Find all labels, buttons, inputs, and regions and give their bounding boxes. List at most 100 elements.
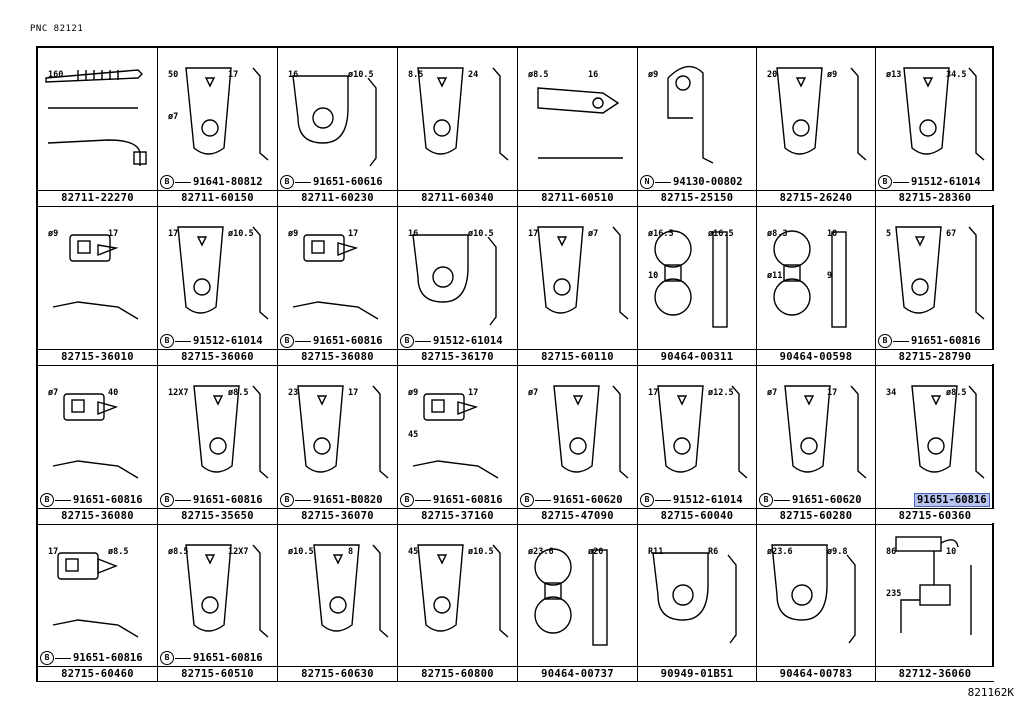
part-number[interactable]: 82715-36070 (278, 508, 397, 523)
part-number[interactable]: 82715-25150 (638, 190, 756, 205)
sub-part-number[interactable]: 91512-61014 (193, 335, 263, 347)
sub-part-number[interactable]: 91651-60620 (553, 494, 623, 506)
part-number[interactable]: 82715-47090 (518, 508, 637, 523)
part-number[interactable]: 82715-28360 (876, 190, 994, 205)
part-number[interactable]: 90464-00598 (757, 349, 875, 364)
part-number[interactable]: 82715-35650 (158, 508, 277, 523)
part-number[interactable]: 82715-60280 (757, 508, 875, 523)
part-number[interactable]: 82715-26240 (757, 190, 875, 205)
part-number[interactable]: 82712-36060 (876, 666, 994, 681)
sub-part-number[interactable]: 91651-60816 (193, 652, 263, 664)
part-number[interactable]: 82711-60150 (158, 190, 277, 205)
part-number[interactable]: 82715-36170 (398, 349, 517, 364)
part-number[interactable]: 82715-36060 (158, 349, 277, 364)
sub-part-number[interactable]: 91651-60816 (193, 494, 263, 506)
part-number[interactable]: 82715-36080 (278, 349, 397, 364)
sub-part-number[interactable]: 91651-60816 (73, 652, 143, 664)
sub-part-number[interactable]: 91651-60616 (313, 176, 383, 188)
part-number[interactable]: 82715-37160 (398, 508, 517, 523)
part-number[interactable]: 90949-01B51 (638, 666, 756, 681)
sub-part-number[interactable]: 91651-60816 (911, 335, 981, 347)
part-number[interactable]: 82711-22270 (38, 190, 157, 205)
sub-part-number[interactable]: 91651-60816 (914, 493, 990, 507)
sub-part-number[interactable]: 91651-60816 (433, 494, 503, 506)
sub-part-number[interactable]: 91651-60816 (73, 494, 143, 506)
sub-part-number[interactable]: 91512-61014 (911, 176, 981, 188)
part-number[interactable]: 82711-60340 (398, 190, 517, 205)
part-number[interactable]: 82715-60040 (638, 508, 756, 523)
part-number[interactable]: 82711-60510 (518, 190, 637, 205)
sub-part-number[interactable]: 91512-61014 (673, 494, 743, 506)
part-number[interactable]: 82715-28790 (876, 349, 994, 364)
sub-part-number[interactable]: 91512-61014 (433, 335, 503, 347)
part-number[interactable]: 82715-60800 (398, 666, 517, 681)
sub-part-number[interactable]: 91651-60620 (792, 494, 862, 506)
part-number[interactable]: 82711-60230 (278, 190, 397, 205)
sub-part-number[interactable]: 91641-80812 (193, 176, 263, 188)
part-number[interactable]: 90464-00783 (757, 666, 875, 681)
part-number[interactable]: 82715-36010 (38, 349, 157, 364)
part-number[interactable]: 82715-60510 (158, 666, 277, 681)
sub-part-number[interactable]: 91651-60816 (313, 335, 383, 347)
part-number[interactable]: 90464-00737 (518, 666, 637, 681)
part-number[interactable]: 82715-36080 (38, 508, 157, 523)
sub-part-callout[interactable]: 91651-60816 (914, 493, 990, 507)
part-number[interactable]: 82715-60110 (518, 349, 637, 364)
part-number[interactable]: 82715-60360 (876, 508, 994, 523)
part-number[interactable]: 82715-60630 (278, 666, 397, 681)
part-number[interactable]: 82715-60460 (38, 666, 157, 681)
part-number[interactable]: 90464-00311 (638, 349, 756, 364)
sub-part-number[interactable]: 94130-00802 (673, 176, 743, 188)
sub-part-number[interactable]: 91651-B0820 (313, 494, 383, 506)
